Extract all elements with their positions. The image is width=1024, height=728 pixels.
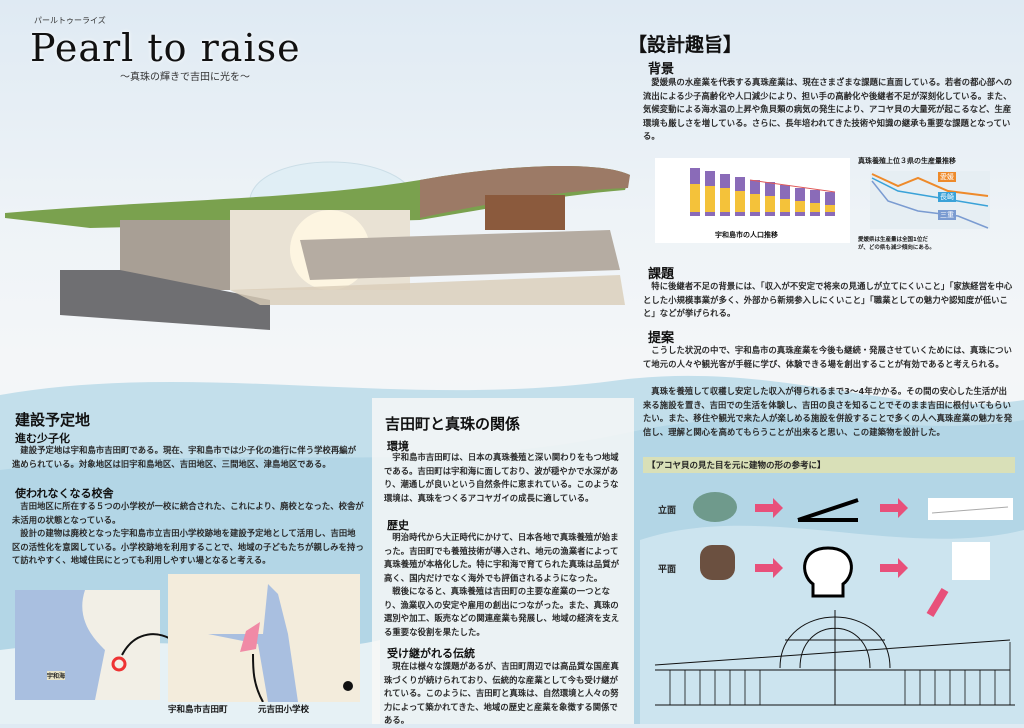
pearl-oyster-side-image	[693, 492, 737, 522]
background-text: 愛媛県の水産業を代表する真珠産業は、現在さまざまな課題に直面している。若者の都心…	[643, 77, 1013, 142]
page-subtitle: ～真珠の輝きで吉田に光を～	[120, 72, 250, 83]
sea-label: 宇和海	[47, 671, 66, 680]
elevation-drawing	[654, 610, 1015, 706]
plan-label: 平面	[658, 565, 677, 575]
population-chart: 宇和島市の人口推移	[655, 158, 850, 243]
site-s1-heading: 進む少子化	[15, 432, 70, 445]
population-bars	[690, 168, 836, 216]
proposal-text-2: 真珠を養殖して収穫し安定した収入が得られるまで3～4年かかる。その間の安心した生…	[643, 386, 1013, 437]
regional-map: 宇和海	[15, 590, 160, 700]
legend-ehime: 愛媛	[938, 172, 956, 182]
map-caption-school: 元吉田小学校	[258, 705, 310, 715]
title-kana: パールトゥーライズ	[34, 16, 106, 25]
legend-mie: 三重	[938, 210, 956, 220]
site-title: 建設予定地	[15, 411, 91, 429]
proposal-heading: 提案	[648, 331, 675, 346]
env-text: 宇和島市吉田町は、日本の真珠養殖と深い関わりをもつ地域である。吉田町は宇和海に面…	[384, 452, 619, 503]
production-lines	[870, 171, 990, 229]
production-caption: 愛媛県は生産量は全国1位だが、どの県も減少傾向にある。	[858, 237, 935, 251]
school-site-highlight	[240, 622, 260, 652]
form-banner: 【アコヤ貝の見た目を元に建物の形の参考に】	[643, 457, 1015, 473]
legend-nagasaki: 長崎	[938, 192, 956, 202]
background-heading: 背景	[648, 62, 675, 77]
map-caption-town: 宇和島市吉田町	[168, 705, 228, 715]
site-marker-icon	[111, 656, 127, 672]
site-s2-text-2: 設計の建物は廃校となった宇和島市立吉田小学校跡地を建設予定地として活用し、吉田地…	[12, 528, 364, 566]
town-map	[168, 574, 360, 703]
production-chart: 真珠養殖上位３県の生産量推移 愛媛 長崎 三重 愛媛県は生産量は全国1位だが、ど…	[858, 156, 993, 256]
pearl-oyster-top-image	[700, 545, 735, 580]
site-s2-heading: 使われなくなる校舎	[15, 487, 114, 500]
history-text-2: 戦後になると、真珠養殖は吉田町の主要な産業の一つとなり、漁業収入の安定や雇用の創…	[384, 586, 620, 637]
population-caption: 宇和島市の人口推移	[715, 231, 778, 239]
issue-text: 特に後継者不足の背景には、「収入が不安定で将来の見通しが立てにくいこと」「家族経…	[643, 281, 1013, 319]
issue-heading: 課題	[648, 267, 675, 282]
history-text-1: 明治時代から大正時代にかけて、日本各地で真珠養殖が始まった。吉田町でも養殖技術が…	[384, 532, 620, 583]
history-heading: 歴史	[387, 519, 409, 532]
site-s1-text: 建設予定地は宇和島市吉田町である。現在、宇和島市では少子化の進行に伴う学校再編が…	[12, 445, 357, 469]
relation-title: 吉田町と真珠の関係	[385, 415, 521, 433]
relation-panel	[372, 398, 634, 724]
elevation-label: 立面	[658, 506, 677, 516]
env-heading: 環境	[387, 440, 409, 453]
arrow-icons	[755, 498, 908, 578]
building-render	[5, 161, 630, 330]
site-s2-text-1: 吉田地区に所在する５つの小学校が一校に統合された、これにより、廃校となった、校舎…	[12, 501, 364, 525]
tradition-text: 現在は様々な課題があるが、吉田町周辺では高品質な国産真珠づくりが続けられており、…	[384, 661, 619, 726]
tradition-heading: 受け継がれる伝統	[387, 647, 475, 660]
form-diagram	[654, 492, 1015, 706]
proposal-text-1: こうした状況の中で、宇和島市の真珠産業を今後も継続・発展させていくためには、真珠…	[643, 345, 1013, 369]
page-title: Pearl to raise	[30, 26, 301, 70]
north-arrow-icon	[343, 681, 353, 691]
production-title: 真珠養殖上位３県の生産量推移	[858, 157, 956, 165]
concept-title: 【設計趣旨】	[628, 34, 743, 56]
